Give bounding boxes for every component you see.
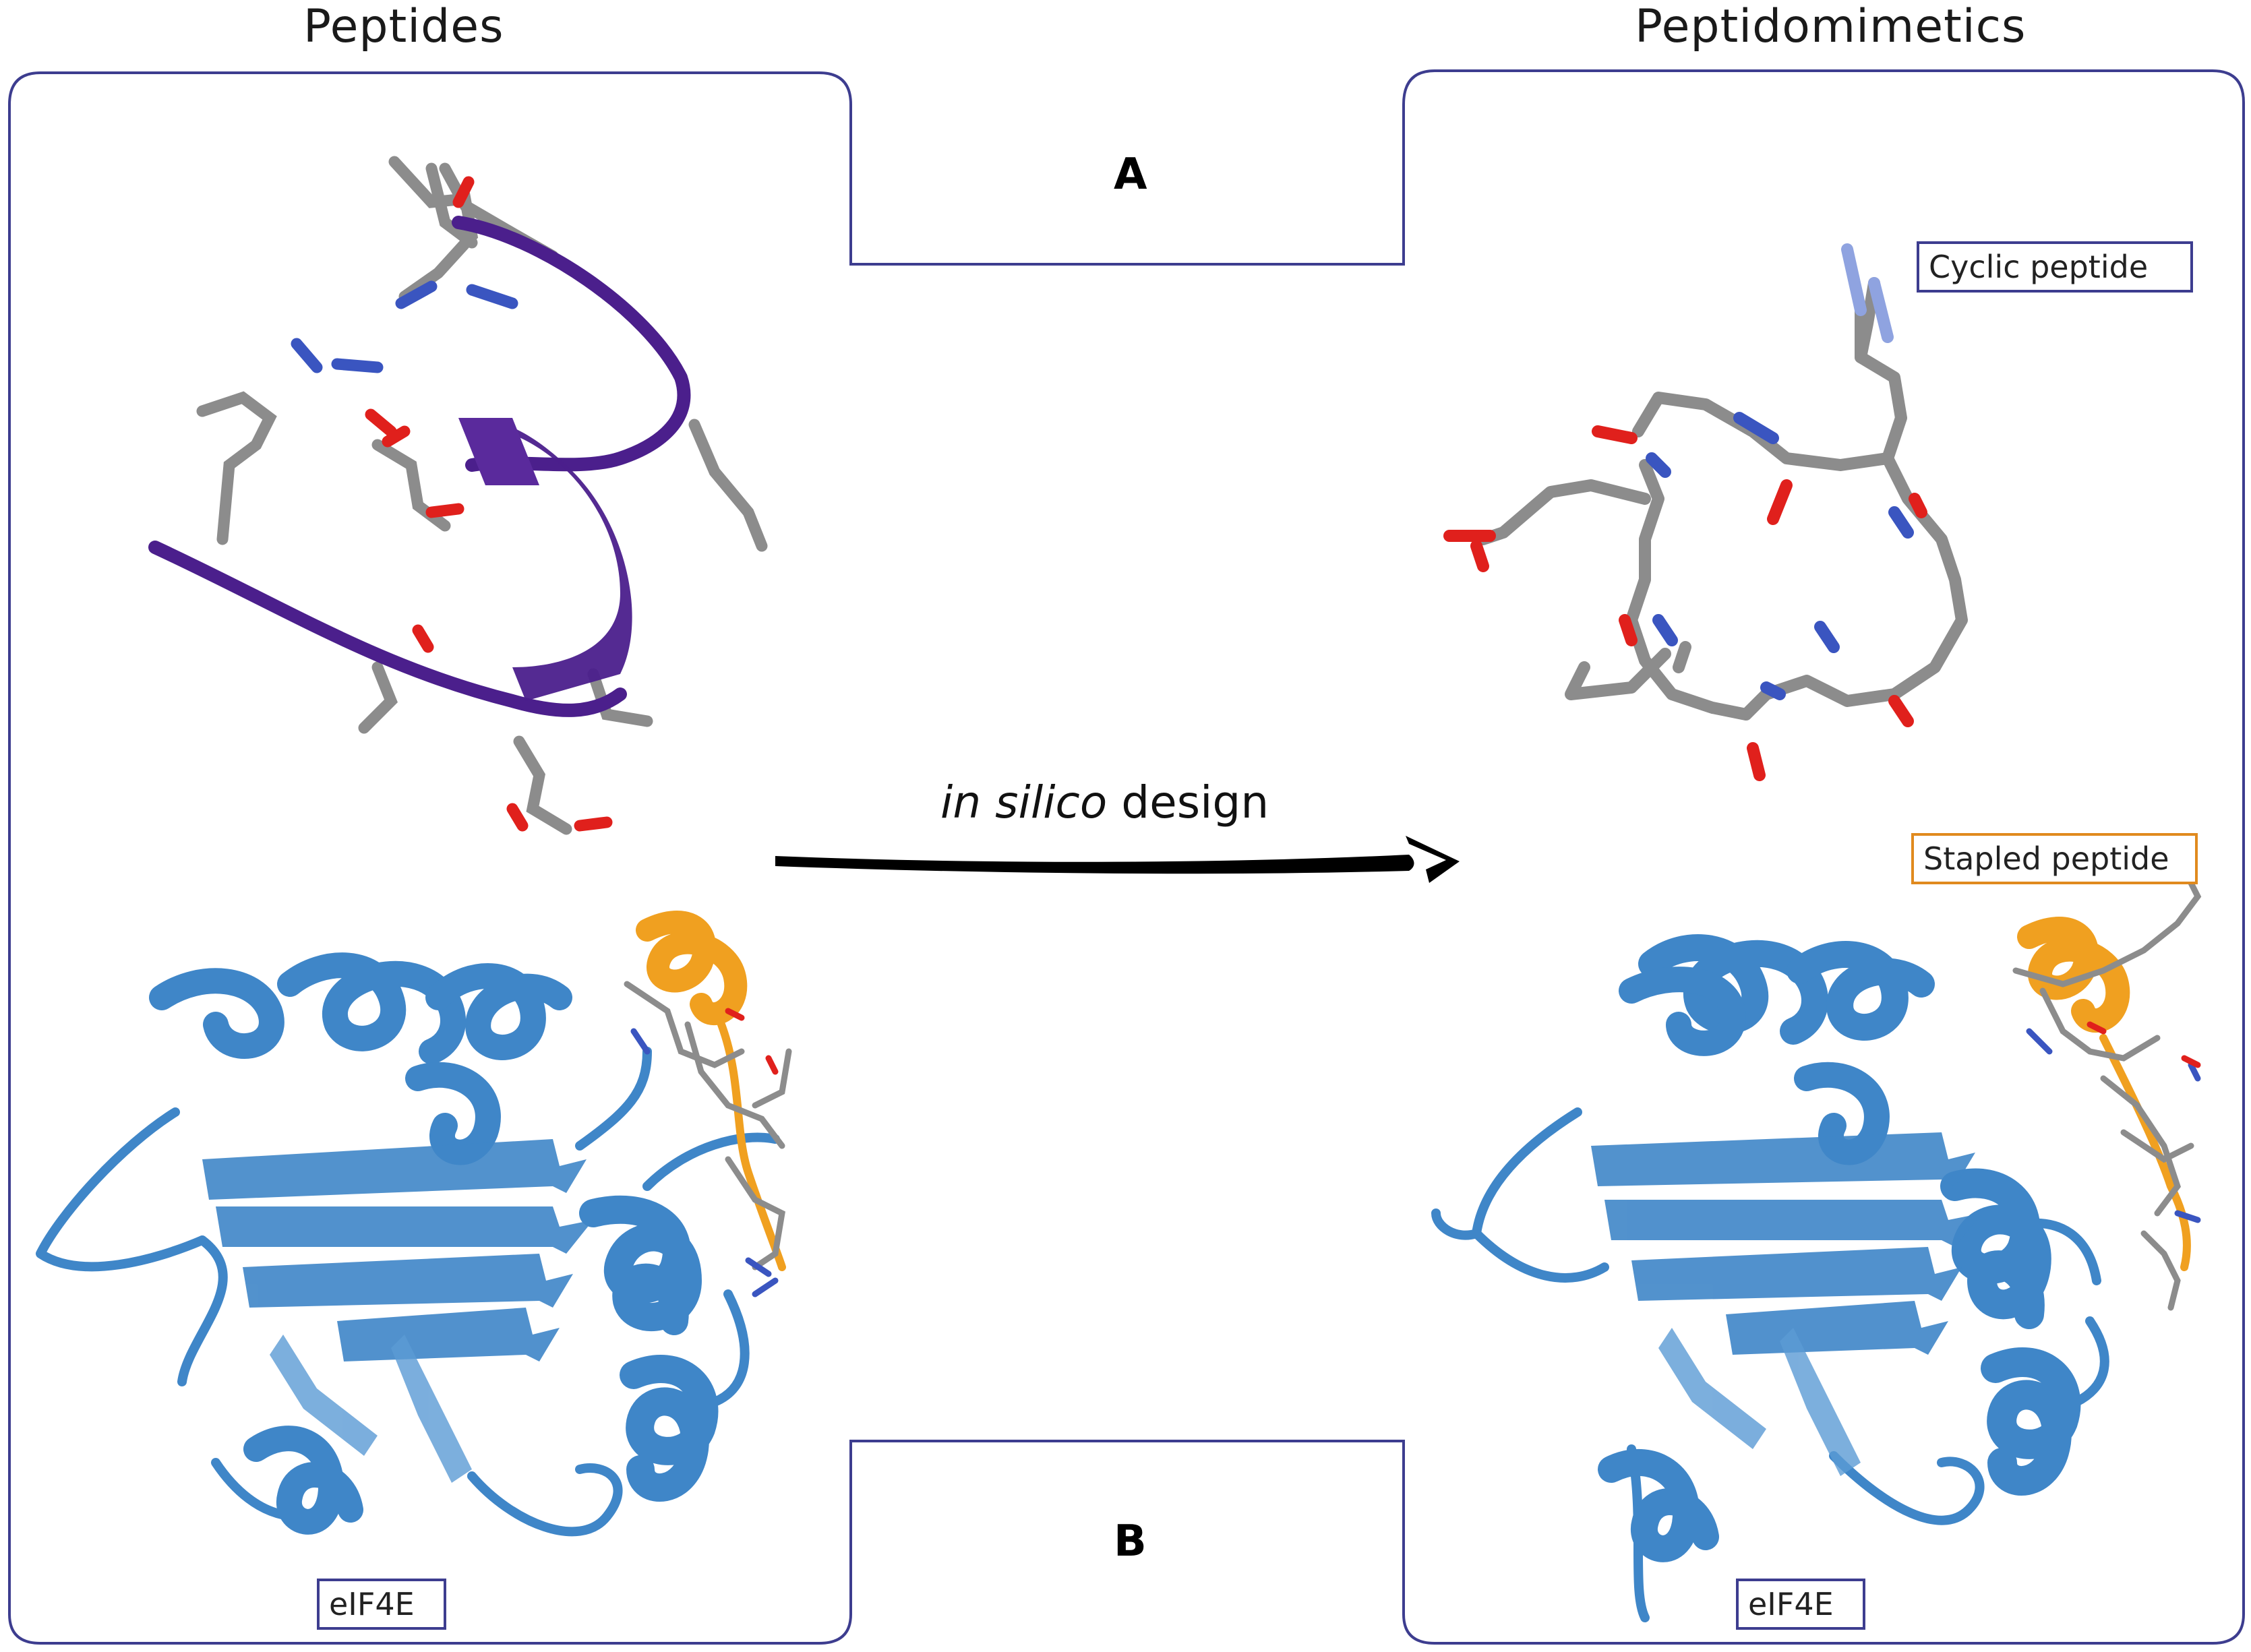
frame-outline-top bbox=[8, 69, 2245, 1645]
cyclic-peptide-tag: Cyclic peptide bbox=[1917, 241, 2193, 293]
heading-peptides: Peptides bbox=[303, 0, 504, 53]
peptide-structure bbox=[148, 156, 768, 835]
eif4e-tag-left: eIF4E bbox=[317, 1579, 446, 1630]
eif4e-complex-left bbox=[36, 911, 792, 1537]
eif4e-complex-right bbox=[1431, 853, 2202, 1622]
cyclic-peptide-structure bbox=[1443, 243, 1968, 781]
panel-label-b: B bbox=[1114, 1517, 1147, 1566]
stapled-peptide-tag: Stapled peptide bbox=[1911, 833, 2198, 884]
heading-peptidomimetics: Peptidomimetics bbox=[1635, 0, 2027, 53]
arrow-label-rest: design bbox=[1107, 776, 1269, 828]
arrow-label: in silico design bbox=[940, 776, 1269, 828]
curved-arrow-right-icon bbox=[775, 836, 1460, 883]
panel-label-a: A bbox=[1114, 150, 1147, 200]
arrow-label-italic: in silico bbox=[940, 776, 1108, 828]
eif4e-tag-right: eIF4E bbox=[1736, 1579, 1865, 1630]
